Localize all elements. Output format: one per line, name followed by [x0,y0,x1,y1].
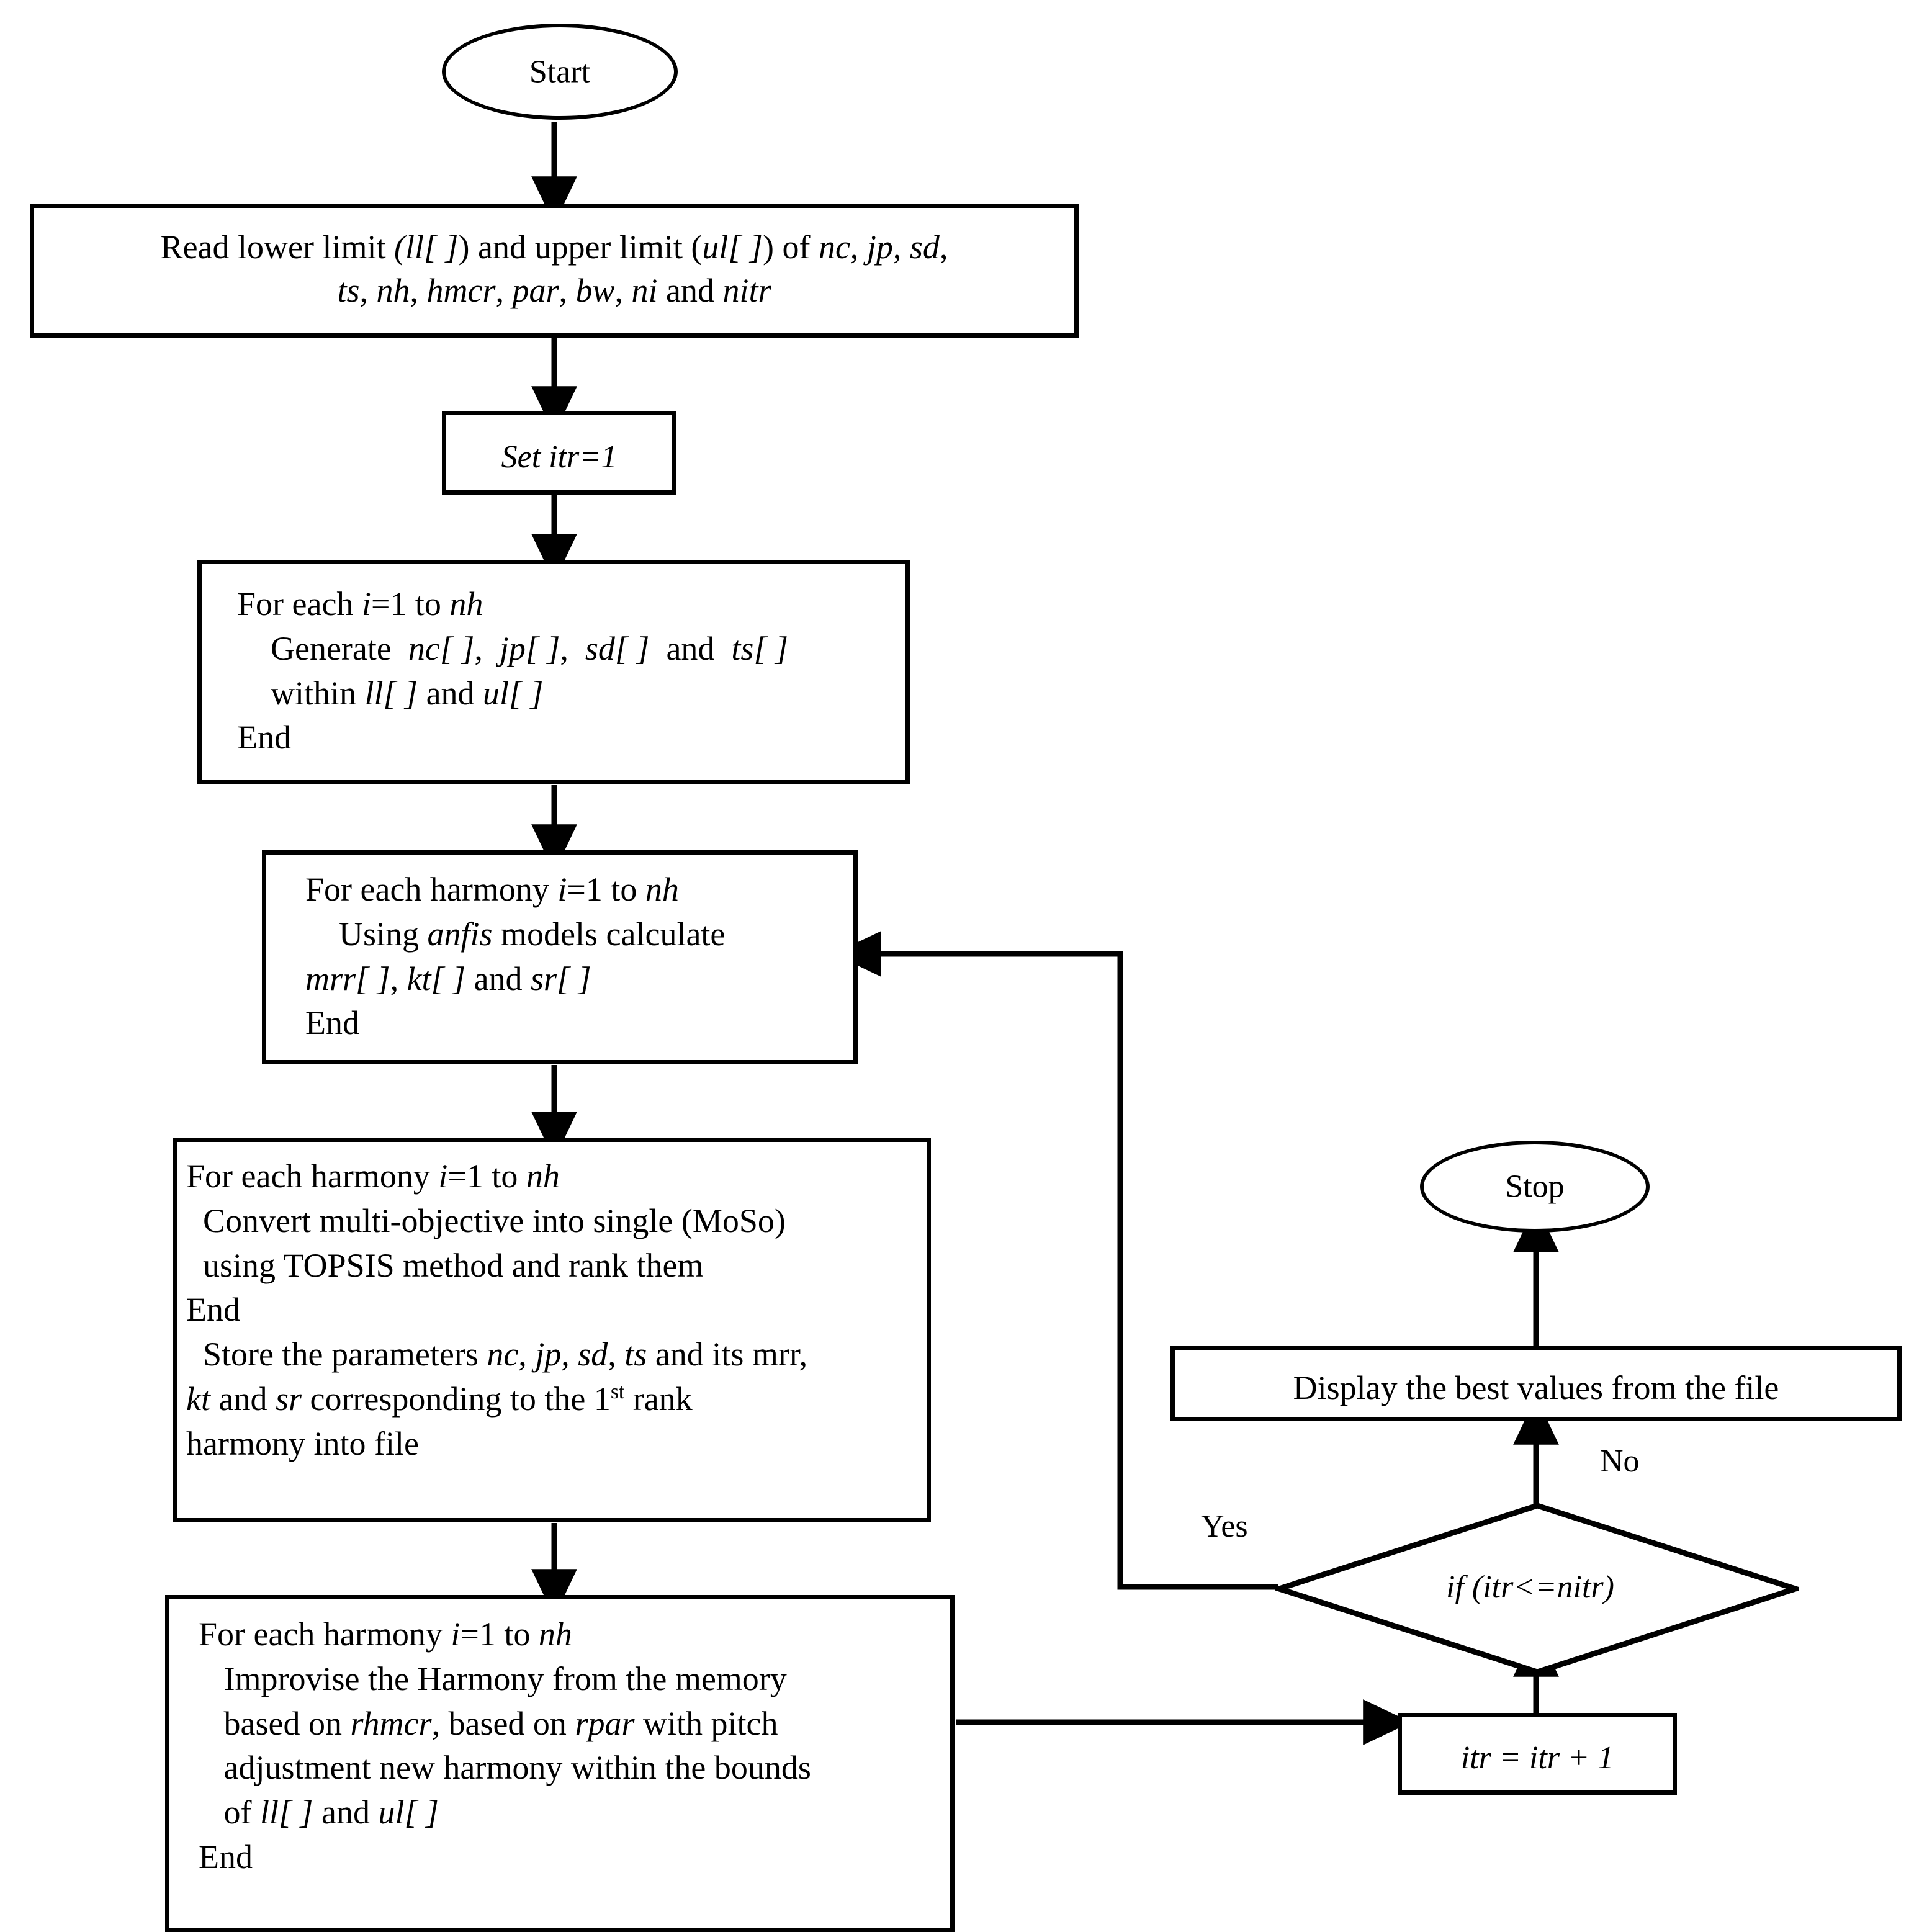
increment-box: itr = itr + 1 [1398,1713,1677,1795]
improvise-text: For each harmony i=1 to nh Improvise the… [199,1615,811,1876]
stop-label: Stop [1505,1169,1565,1205]
set-itr-label: Set itr=1 [501,439,618,475]
decision-label: if (itr<=nitr) [1446,1570,1614,1605]
generate-text: For each i=1 to nh Generate nc[ ], jp[ ]… [237,585,788,757]
read-limits-box: Read lower limit (ll[ ]) and upper limit… [30,204,1079,338]
increment-label: itr = itr + 1 [1460,1740,1614,1776]
decision-diamond [1275,1503,1799,1675]
stop-terminal: Stop [1420,1141,1650,1233]
anfis-box [262,850,858,1064]
generate-box [197,560,910,784]
topsis-box [173,1138,931,1522]
edge-label-yes: Yes [1201,1509,1248,1544]
improvise-box [165,1595,955,1932]
read-limits-text: Read lower limit (ll[ ]) and upper limit… [160,228,948,310]
topsis-text: For each harmony i=1 to nh Convert multi… [186,1157,808,1462]
set-itr-box: Set itr=1 [442,411,676,495]
display-box: Display the best values from the file [1170,1346,1902,1421]
anfis-text: For each harmony i=1 to nh Using anfis m… [305,871,726,1042]
start-terminal: Start [442,24,678,120]
edge-label-no: No [1600,1444,1640,1479]
start-label: Start [529,54,591,89]
display-label: Display the best values from the file [1293,1369,1779,1406]
